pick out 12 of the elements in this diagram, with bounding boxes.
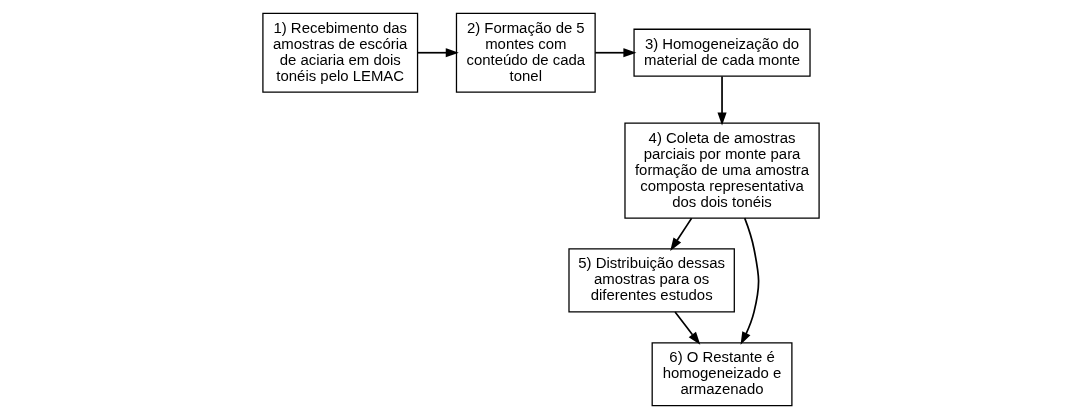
node-box: 4) Coleta de amostras parciais por monte para formação de uma amostra composta representativa dos dois tonéis (624, 121, 820, 219)
node-box: 1) Recebimento das amostras de escória de aciaria em dois tonéis pelo LEMAC (262, 12, 419, 93)
node-box: 6) O Restante é homogeneizado e armazenado (651, 341, 793, 406)
arrow (674, 310, 701, 345)
arrow (416, 47, 459, 57)
node-box: 5) Distribuição dessas amostras para os diferentes estudos (568, 247, 735, 312)
arrow (670, 216, 693, 251)
arrow (594, 47, 637, 57)
arrow (740, 216, 760, 345)
node-box: 2) Formação de 5 montes com conteúdo de cada tonel (455, 12, 596, 93)
node-box: 3) Homogeneização do material de cada monte (633, 28, 811, 77)
arrow (717, 75, 727, 126)
